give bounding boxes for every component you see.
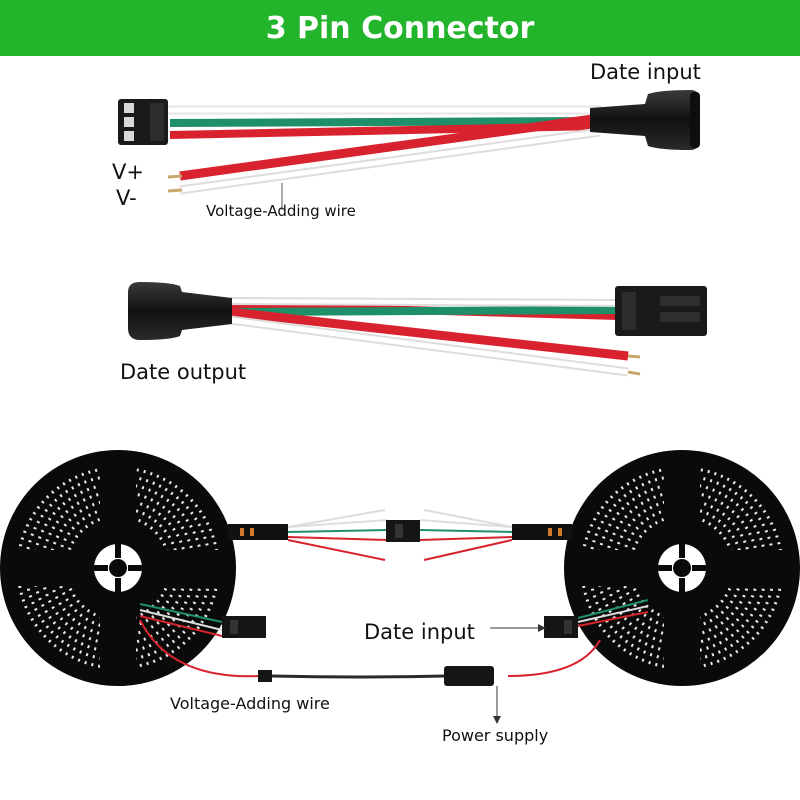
wire-tip [167, 188, 183, 193]
strip-interconnect [228, 509, 572, 561]
male-connector-body [128, 282, 232, 340]
wire-tip [167, 174, 183, 179]
v-plus-label: V+ [112, 160, 144, 184]
female-connector-body [590, 90, 700, 150]
data-input-plug [544, 616, 578, 638]
power-connector [444, 666, 494, 686]
input-connector-assembly [118, 90, 700, 195]
left-lead-plug [222, 616, 266, 638]
led-strip-reel-right [564, 450, 800, 686]
wire-tip [627, 370, 641, 376]
voltage-wire-label-bottom: Voltage-Adding wire [170, 694, 330, 713]
green-wire [169, 117, 601, 127]
right-reel-leads [444, 599, 649, 724]
voltage-wire-plug [258, 670, 272, 682]
data-output-label: Date output [120, 360, 247, 384]
output-connector-assembly [128, 282, 707, 377]
page-title: 3 Pin Connector [265, 10, 535, 46]
title-banner: 3 Pin Connector [0, 0, 800, 56]
strip-end-right [512, 524, 572, 540]
voltage-wire-label-top: Voltage-Adding wire [206, 202, 356, 220]
red-power-wire [229, 307, 629, 361]
green-wire [229, 306, 619, 316]
wire-tip [627, 354, 641, 359]
strip-end-left [228, 524, 288, 540]
data-input-label-top: Date input [590, 60, 701, 84]
led-strip-reel-left [0, 450, 236, 686]
left-reel-leads [139, 603, 445, 682]
data-input-label-bottom: Date input [364, 620, 475, 644]
v-minus-label: V- [116, 186, 137, 210]
red-power-wire [179, 113, 601, 181]
power-supply-label: Power supply [442, 726, 549, 745]
